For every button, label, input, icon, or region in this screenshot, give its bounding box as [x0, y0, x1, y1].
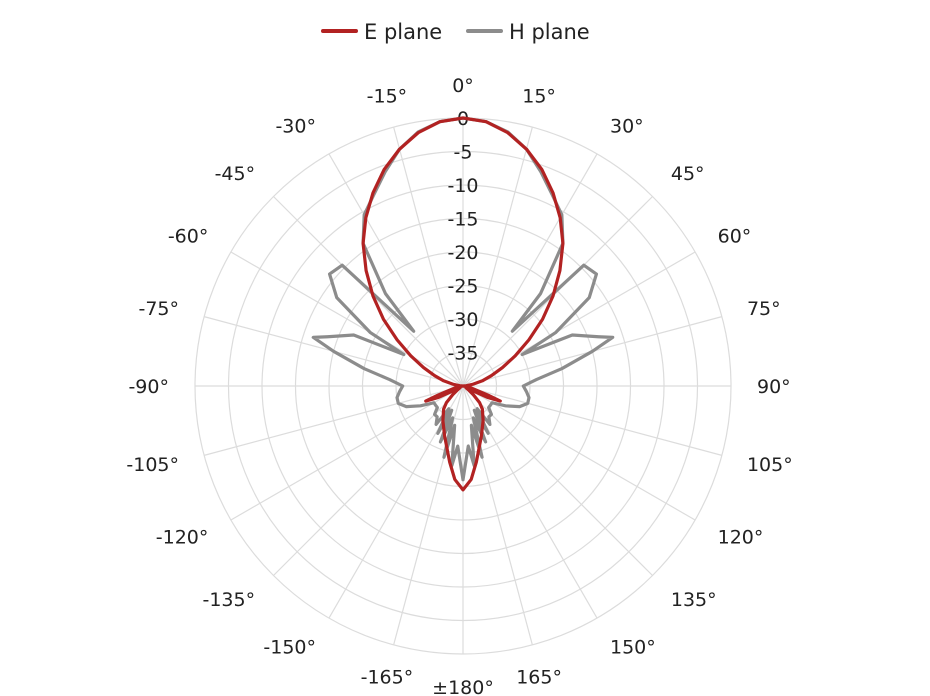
- angle-tick-labels: 0° 15° 30° 45° 60° 75° 90° 105° 120° 135° 150° 165°…: [126, 75, 792, 696]
- angle-tick-label: -150°: [263, 637, 316, 659]
- radial-tick-label: -5: [454, 142, 473, 164]
- grid-spoke: [462, 385, 696, 521]
- radial-tick-label: -20: [447, 242, 478, 264]
- series-lines: [311, 116, 615, 492]
- legend-label: E plane: [364, 20, 442, 44]
- angle-tick-label: -60°: [168, 226, 209, 248]
- grid-spoke: [230, 385, 464, 521]
- radial-tick-label: -10: [447, 175, 478, 197]
- grid-spoke: [328, 153, 464, 387]
- angle-tick-label: -165°: [361, 667, 414, 689]
- angle-tick-label: 150°: [610, 637, 656, 659]
- angle-tick-label: -135°: [202, 589, 255, 611]
- angle-tick-label: -45°: [215, 163, 256, 185]
- angle-tick-label: 0°: [452, 75, 474, 97]
- grid-spoke: [462, 126, 533, 387]
- angle-tick-label: 60°: [718, 226, 752, 248]
- grid-spoke: [393, 126, 464, 387]
- radial-tick-labels: 0-5-10-15-20-25-30-35: [447, 108, 478, 365]
- angle-tick-label: -15°: [367, 85, 408, 107]
- grid-spoke: [230, 251, 464, 387]
- grid-spoke: [462, 385, 723, 456]
- radial-tick-label: -15: [447, 209, 478, 231]
- grid-spoke: [462, 153, 598, 387]
- angle-tick-label: 90°: [757, 376, 791, 398]
- radial-tick-label: -25: [447, 276, 478, 298]
- legend: E plane H plane: [321, 20, 590, 44]
- angle-tick-label: -30°: [275, 115, 316, 137]
- angle-tick-label: 75°: [747, 298, 781, 320]
- grid-spoke: [462, 385, 653, 576]
- angle-tick-label: 120°: [718, 527, 764, 549]
- angle-tick-label: -90°: [128, 376, 169, 398]
- angle-tick-label: 15°: [522, 85, 556, 107]
- angle-tick-label: -75°: [138, 298, 179, 320]
- legend-label: H plane: [509, 20, 590, 44]
- angle-tick-label: 45°: [671, 163, 705, 185]
- angle-tick-label: 30°: [610, 115, 644, 137]
- angle-tick-label: 135°: [671, 589, 717, 611]
- radial-tick-label: -35: [447, 343, 478, 365]
- angle-tick-label: 105°: [747, 454, 793, 476]
- angle-tick-label: -105°: [126, 454, 179, 476]
- angle-tick-label: -120°: [156, 527, 209, 549]
- series-line-e-plane: [361, 116, 565, 492]
- grid-spoke: [462, 251, 696, 387]
- angle-tick-label: 165°: [516, 667, 562, 689]
- radial-tick-label: -30: [447, 309, 478, 331]
- angle-tick-label: ±180°: [432, 677, 494, 696]
- grid-spoke: [273, 385, 464, 576]
- grid-spoke: [203, 385, 464, 456]
